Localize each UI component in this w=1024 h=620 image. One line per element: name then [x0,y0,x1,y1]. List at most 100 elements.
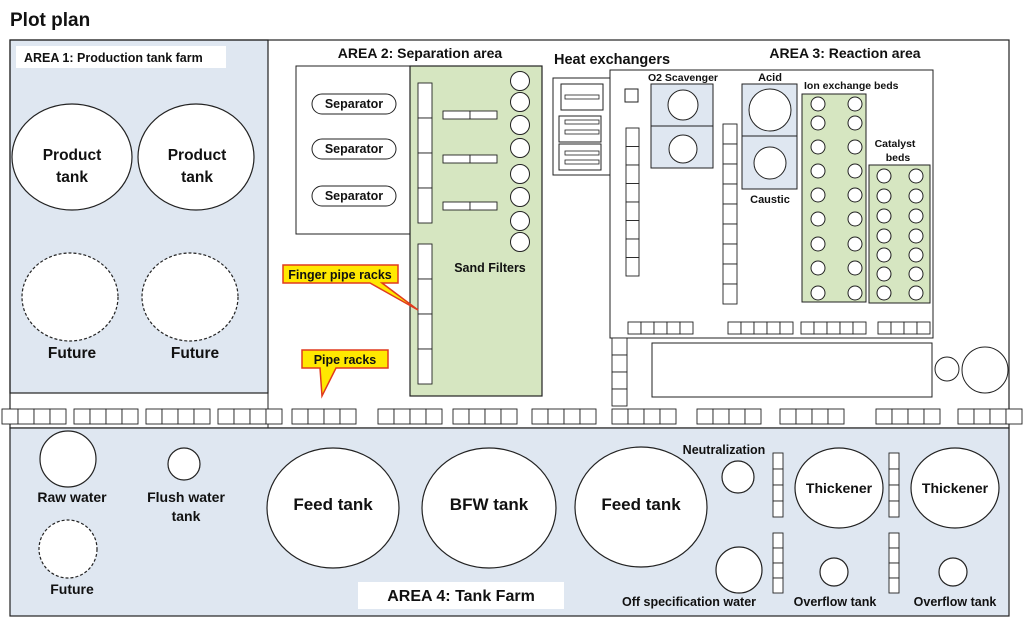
product-tank-2-label-line1: Product [168,147,227,164]
pipe-rack-segment [989,408,1007,425]
rack-segment [877,321,892,335]
area-3-reaction: AREA 3: Reaction area O2 Scavenger Acid … [609,45,1009,407]
ion-exchange-bed [847,163,863,179]
ion-exchange-bed [810,163,826,179]
rack-segment [888,577,900,594]
heat-exchanger-tube [564,94,600,100]
pipe-rack-segment [307,408,325,425]
heat-exchanger-tube [564,150,600,156]
catalyst-bed [876,188,892,204]
sand-filter [510,232,530,252]
area-2-separation: AREA 2: Separation area Separator Separa… [295,45,543,397]
pipe-rack-segment [452,408,470,425]
separator-1-label: Separator [325,97,383,111]
area-3-rack-left [625,127,640,277]
rack-segment [813,321,828,335]
filter-header-segment [442,110,471,120]
separator-3-label: Separator [325,189,383,203]
finger-pipe-racks-callout-shape [282,264,419,311]
neutralization-label: Neutralization [683,443,766,457]
catalyst-bed [876,168,892,184]
caustic-label: Caustic [750,194,790,206]
rack-segment [722,143,738,165]
area-3-rack-lower [611,337,628,407]
raw-water-label: Raw water [37,489,107,505]
finger-pipe-racks-callout: Finger pipe racks [282,264,419,311]
heat-exchanger-tube [564,119,600,125]
rack-segment [722,223,738,245]
rack-segment [625,238,640,258]
area-1-region [9,39,269,394]
pipe-rack-segment [177,408,195,425]
thickener-1 [794,447,884,529]
pipe-rack-segment [291,408,309,425]
pipe-rack-segment [217,408,235,425]
main-pipe-rack [1,408,1023,425]
pipe-rack-segment [33,408,51,425]
feed-tank-1 [266,447,400,569]
ion-exchange-bed [847,236,863,252]
pipe-racks-callout-shape [301,349,389,399]
rack-segment [772,577,784,594]
area-3-rack-right [722,123,738,305]
filter-header-segment [469,154,498,164]
rack-segment [625,257,640,277]
rack-segment [772,452,784,470]
heat-exchanger-units [558,83,604,171]
pipe-rack-segment [696,408,714,425]
flush-water-tank [167,447,201,481]
future-tank-1 [21,252,119,342]
rack-segment [722,243,738,265]
pipe-rack-segment [744,408,762,425]
pipe-rack-segment [249,408,267,425]
rack-segment [611,371,628,390]
rack-segment [903,321,918,335]
rack-segment [852,321,867,335]
area-3-label: AREA 3: Reaction area [769,45,920,61]
catalyst-bed [908,247,924,263]
rack-segment [727,321,742,335]
rack-segment [722,163,738,185]
small-vessel [934,356,960,382]
medium-vessel [961,346,1009,394]
rack-segment [888,468,900,486]
catalyst-label-line2: beds [886,152,911,164]
ion-exchange-bed [847,139,863,155]
rack-segment [766,321,781,335]
pipe-rack-segment [89,408,107,425]
acid-tank [748,88,792,132]
pipe-rack-segment [795,408,813,425]
separator-3 [311,185,397,207]
rack-segment [625,183,640,203]
rack-segment [722,183,738,205]
pipe-rack-segment [973,408,991,425]
finger-rack-segment [417,117,433,154]
rack-segment [772,468,784,486]
pipe-rack-segment [531,408,549,425]
overflow-tank-2-label: Overflow tank [914,595,997,609]
area-4-tank-farm: Raw water Flush water tank Future Feed t… [9,427,1010,617]
sand-filter [510,164,530,184]
ion-exchange-bed [810,187,826,203]
rack-segment [627,321,642,335]
sand-filter [510,71,530,91]
feed-tank-2 [574,446,708,568]
bfw-tank [421,447,557,569]
product-tank-1-label-line2: tank [56,169,88,186]
pipe-rack-segment [891,408,909,425]
heat-exchanger-tube [564,159,600,165]
ion-exchange-bed [847,211,863,227]
ion-exchange-bed [810,115,826,131]
pipe-rack-segment [121,408,139,425]
filter-header-pipes [442,110,498,211]
pipe-rack-segment [957,408,975,425]
o2-scavenger-label: O2 Scavenger [648,72,718,84]
future-tank-2 [141,252,239,342]
rack-segment [722,283,738,305]
ion-exchange-bed [847,187,863,203]
feed-tank-2-label: Feed tank [601,495,681,514]
thickener-2-label: Thickener [922,480,989,496]
ion-exchange-bed [847,96,863,112]
rack-segment [753,321,768,335]
rack-segment [916,321,931,335]
